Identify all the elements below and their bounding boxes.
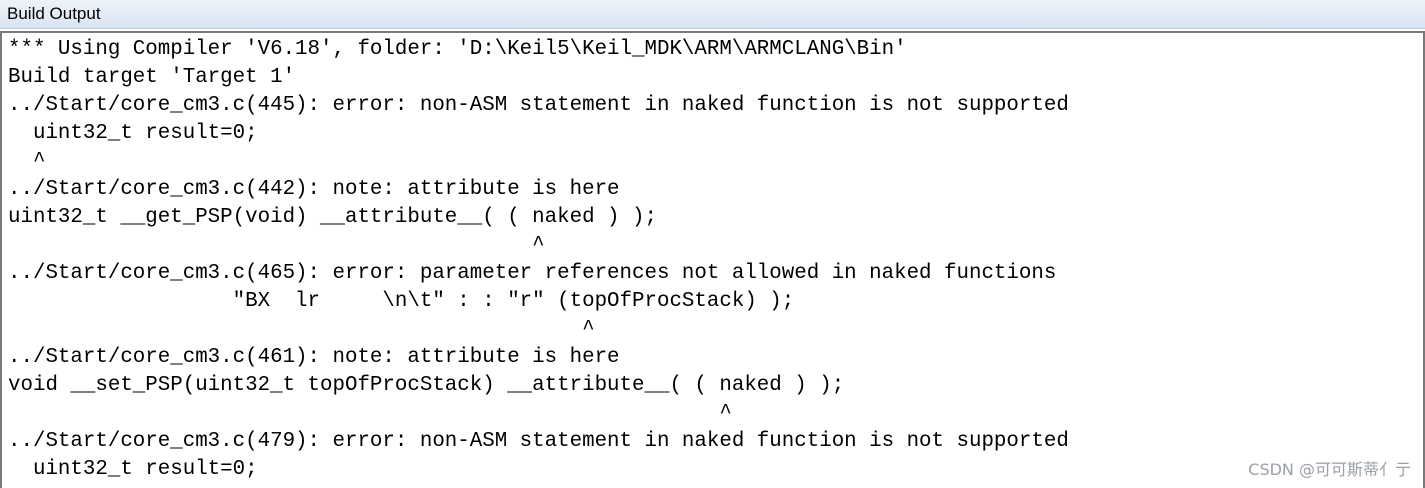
output-line: ../Start/core_cm3.c(465): error: paramet… — [8, 262, 1057, 285]
output-line: uint32_t __get_PSP(void) __attribute__( … — [8, 206, 657, 229]
output-line: ../Start/core_cm3.c(479): error: non-ASM… — [8, 430, 1069, 453]
panel-titlebar: Build Output — [0, 0, 1425, 29]
output-line: ^ — [8, 402, 732, 425]
panel-title: Build Output — [7, 4, 101, 23]
output-line: ^ — [8, 234, 545, 257]
watermark-text: CSDN @可可斯蒂亻亍 — [1248, 460, 1411, 479]
output-line: "BX lr \n\t" : : "r" (topOfProcStack) ); — [8, 290, 795, 313]
output-line: void __set_PSP(uint32_t topOfProcStack) … — [8, 374, 845, 397]
output-line: ../Start/core_cm3.c(442): note: attribut… — [8, 178, 620, 201]
output-line: uint32_t result=0; — [8, 458, 258, 481]
output-line: Build target 'Target 1' — [8, 66, 296, 89]
output-line: uint32_t result=0; — [8, 122, 258, 145]
output-line: *** Using Compiler 'V6.18', folder: 'D:\… — [8, 38, 907, 61]
output-line: ^ — [8, 318, 595, 341]
output-line: ^ — [8, 484, 1069, 488]
build-output-textarea[interactable]: *** Using Compiler 'V6.18', folder: 'D:\… — [0, 31, 1425, 488]
output-line: ^ — [8, 150, 46, 173]
output-line: ../Start/core_cm3.c(445): error: non-ASM… — [8, 94, 1069, 117]
output-line: ../Start/core_cm3.c(461): note: attribut… — [8, 346, 620, 369]
output-lines: *** Using Compiler 'V6.18', folder: 'D:\… — [8, 36, 1069, 488]
